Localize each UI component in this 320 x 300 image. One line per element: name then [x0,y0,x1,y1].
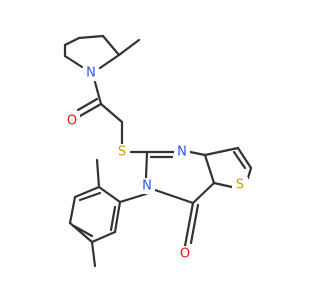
bond-aryl-2-dbl [78,191,102,202]
bond-thio-2-dbl [232,150,247,170]
bond-aryl-6-dbl [109,205,117,232]
bond-pip-3 [98,53,121,70]
bond-aryl-3 [68,195,77,225]
bond-thio-3 [246,166,253,180]
bond-co-1 [78,102,103,118]
bond-pip-6 [63,36,81,47]
bond-aryl-1 [97,185,122,204]
bond-thio-2 [236,146,253,170]
bond-pyr-n3-c4a [188,150,207,157]
bond-layer [63,34,253,268]
bond-pip-1 [77,34,105,40]
bond-pyr-c4a-c7a [203,153,216,185]
bond-methyl-pip [117,38,141,57]
bond-n-amide [93,80,103,106]
bond-aryl-4-dbl [72,224,94,238]
bond-pyr-c4-n [153,188,195,205]
bond-c4-o-1 [183,201,195,248]
atom-label-layer: N O S N N S O [64,65,248,262]
bond-pyr-c2-n [144,150,149,180]
bond-aryl-2 [73,185,101,199]
bond-c-ch2 [99,102,124,124]
bond-thio-4 [212,181,234,189]
bond-aryl-5 [90,230,117,244]
atom-o-carbonyl: O [180,247,190,262]
atom-n-piperidine: N [86,66,96,81]
bond-c4-o-2 [189,203,200,245]
bond-co-2 [76,97,99,112]
bond-methyl-aryl-top [95,158,101,189]
atom-n-pyrimidine-aryl: N [142,179,152,194]
atom-n-pyrimidine-top: N [177,145,187,160]
bond-thio-1 [203,146,240,157]
bond-pip-4 [63,54,84,69]
molecule-structure: N O S N N S O [63,34,253,268]
bond-n-aryl [118,192,148,204]
atom-o-amide: O [67,114,77,129]
atom-s-thioether: S [118,145,126,160]
bond-aryl-6 [113,200,122,234]
atom-s-thiophene: S [236,178,244,193]
bond-pip-2 [101,34,121,57]
bond-methyl-aryl-bottom [90,240,97,268]
bond-pyr-c7a-c4 [191,181,216,205]
